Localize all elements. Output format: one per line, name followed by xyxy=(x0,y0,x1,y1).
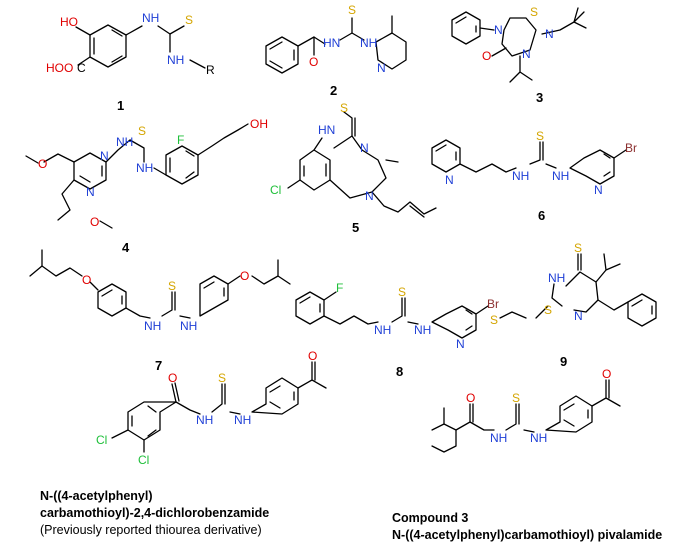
structure-pivalamide: O NH S NH O xyxy=(431,367,621,453)
atom-nh: NH xyxy=(360,36,377,50)
structure-5: S HN N N Cl 5 xyxy=(270,101,437,235)
atom-nh: NH xyxy=(490,431,507,445)
atom-o: O xyxy=(482,49,491,63)
caption-compound3-name: N-((4-acetylphenyl)carbamothioyl) pivala… xyxy=(392,528,662,542)
structure-6: N S NH NH N Br 6 xyxy=(431,129,637,223)
atom-o: O xyxy=(308,349,317,363)
atom-nh: NH xyxy=(180,319,197,333)
atom-nh: NH xyxy=(116,135,133,149)
atom-f: F xyxy=(177,133,184,147)
atom-s: S xyxy=(340,101,348,115)
atom-n: N xyxy=(545,27,554,41)
atom-c: C xyxy=(77,61,86,75)
atom-s: S xyxy=(544,303,552,317)
atom-cl: Cl xyxy=(138,453,149,467)
atom-n: N xyxy=(86,185,95,199)
atom-s: S xyxy=(490,313,498,327)
atom-nh: NH xyxy=(552,169,569,183)
atom-o: O xyxy=(168,371,177,385)
caption-ref-note: (Previously reported thiourea derivative… xyxy=(40,523,262,537)
caption-ref-name-line1: N-((4-acetylphenyl) xyxy=(40,489,153,503)
atom-o: O xyxy=(309,55,318,69)
compound-number: 8 xyxy=(396,364,403,379)
structure-7: O S NH NH O 7 xyxy=(29,249,291,373)
atom-n: N xyxy=(100,149,109,163)
atom-n: N xyxy=(574,309,583,323)
compound-number: 7 xyxy=(155,358,162,373)
atom-f: F xyxy=(336,281,343,295)
structure-4: N N NH S NH F OH O O 4 xyxy=(25,117,268,255)
atom-o: O xyxy=(240,269,249,283)
atom-nh: NH xyxy=(530,431,547,445)
atom-o: O xyxy=(82,273,91,287)
atom-nh: NH xyxy=(196,413,213,427)
atom-n: N xyxy=(522,47,531,61)
structure-reference-dichlorobenzamide: O NH S NH O Cl Cl xyxy=(96,349,327,467)
atom-n: N xyxy=(377,61,386,75)
atom-ho: HO xyxy=(60,15,78,29)
compound-number: 5 xyxy=(352,220,359,235)
atom-nh: NH xyxy=(414,323,431,337)
atom-nh: NH xyxy=(136,161,153,175)
atom-n: N xyxy=(456,337,465,351)
atom-br: Br xyxy=(625,141,637,155)
atom-n: N xyxy=(594,183,603,197)
atom-nh: NH xyxy=(234,413,251,427)
compound-number: 4 xyxy=(122,240,130,255)
atom-s: S xyxy=(138,124,146,138)
atom-nh: NH xyxy=(144,319,161,333)
atom-cl: Cl xyxy=(96,433,107,447)
atom-n: N xyxy=(445,173,454,187)
atom-cl: Cl xyxy=(270,183,281,197)
atom-hn: HN xyxy=(323,36,340,50)
compound-number: 1 xyxy=(117,98,124,113)
atom-s: S xyxy=(512,391,520,405)
structure-2: O HN S NH N 2 xyxy=(265,3,407,98)
atom-nh: NH xyxy=(374,323,391,337)
structure-9: S NH N S S 9 xyxy=(490,241,657,369)
caption-compound3-title: Compound 3 xyxy=(392,511,468,525)
atom-s: S xyxy=(168,279,176,293)
structure-8: F S NH NH N Br 8 xyxy=(295,281,499,379)
compound-number: 2 xyxy=(330,83,337,98)
atom-s: S xyxy=(185,13,193,27)
structure-3: N S N N O 3 xyxy=(451,5,587,105)
caption-ref-name-line2: carbamothioyl)-2,4-dichlorobenzamide xyxy=(40,506,269,520)
atom-hn: HN xyxy=(318,123,335,137)
atom-hooc: HOO xyxy=(46,61,73,75)
atom-o: O xyxy=(38,157,47,171)
atom-n: N xyxy=(365,189,374,203)
atom-s: S xyxy=(530,5,538,19)
atom-o: O xyxy=(466,391,475,405)
atom-o: O xyxy=(90,215,99,229)
compound-number: 6 xyxy=(538,208,545,223)
structure-1: HO HOO C NH S NH R 1 xyxy=(46,11,215,113)
atom-s: S xyxy=(218,371,226,385)
atom-r: R xyxy=(206,63,215,77)
atom-nh: NH xyxy=(167,53,184,67)
atom-s: S xyxy=(574,241,582,255)
atom-o: O xyxy=(602,367,611,381)
atom-n: N xyxy=(360,141,369,155)
atom-n: N xyxy=(494,23,503,37)
atom-s: S xyxy=(348,3,356,17)
compound-number: 9 xyxy=(560,354,567,369)
atom-br: Br xyxy=(487,297,499,311)
atom-nh: NH xyxy=(512,169,529,183)
atom-oh: OH xyxy=(250,117,268,131)
atom-nh: NH xyxy=(548,271,565,285)
atom-s: S xyxy=(536,129,544,143)
atom-nh: NH xyxy=(142,11,159,25)
compound-number: 3 xyxy=(536,90,543,105)
atom-s: S xyxy=(398,285,406,299)
